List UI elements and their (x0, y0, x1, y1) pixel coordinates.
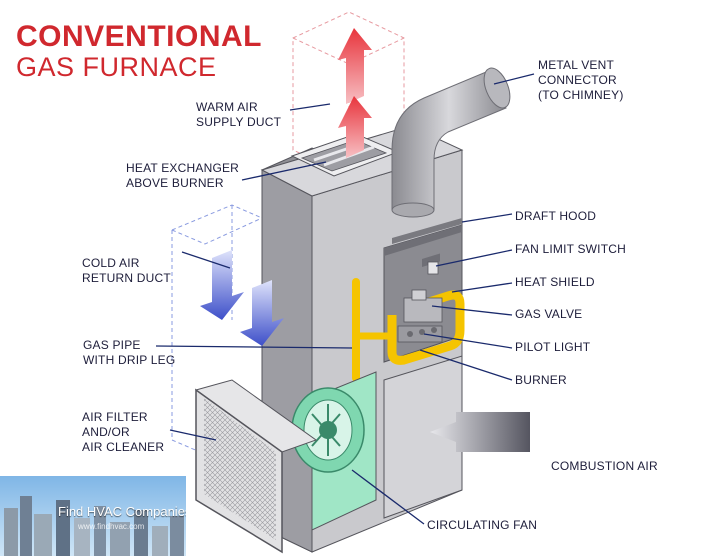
watermark-image (0, 476, 186, 556)
label-combustion-air: COMBUSTION AIR (551, 459, 658, 473)
watermark-text: Find HVAC Companies (58, 504, 186, 519)
watermark-subtext: www.findhvac.com (78, 522, 145, 531)
burner-assembly (387, 289, 465, 365)
label-draft-hood: DRAFT HOOD (515, 209, 597, 223)
label-warm-air-supply-duct: WARM AIR SUPPLY DUCT (196, 100, 282, 129)
gas-pipe (352, 278, 392, 382)
warm-air-arrows (338, 28, 372, 158)
label-gas-pipe: GAS PIPE WITH DRIP LEG (83, 338, 176, 367)
label-heat-exchanger: HEAT EXCHANGER ABOVE BURNER (126, 161, 240, 190)
air-filter (194, 379, 318, 554)
cold-air-arrows (200, 250, 284, 346)
label-air-filter: AIR FILTER AND/OR AIR CLEANER (82, 410, 165, 454)
fan-limit-switch (427, 261, 439, 275)
circulating-fan (291, 371, 377, 531)
label-fan-limit-switch: FAN LIMIT SWITCH (515, 242, 626, 256)
title-line-2: GAS FURNACE (16, 52, 217, 82)
label-cold-air-return-duct: COLD AIR RETURN DUCT (82, 256, 171, 285)
combustion-air-arrow (430, 412, 530, 452)
label-gas-valve: GAS VALVE (515, 307, 583, 321)
watermark: Find HVAC Companies www.findhvac.com (0, 476, 186, 556)
leader-lines (155, 73, 535, 525)
label-burner: BURNER (515, 373, 567, 387)
metal-vent-connector (391, 67, 511, 218)
title-line-1: CONVENTIONAL (16, 20, 262, 53)
label-pilot-light: PILOT LIGHT (515, 340, 591, 354)
label-heat-shield: HEAT SHIELD (515, 275, 595, 289)
label-metal-vent-connector: METAL VENT CONNECTOR (TO CHIMNEY) (538, 58, 624, 102)
label-circulating-fan: CIRCULATING FAN (427, 518, 538, 532)
